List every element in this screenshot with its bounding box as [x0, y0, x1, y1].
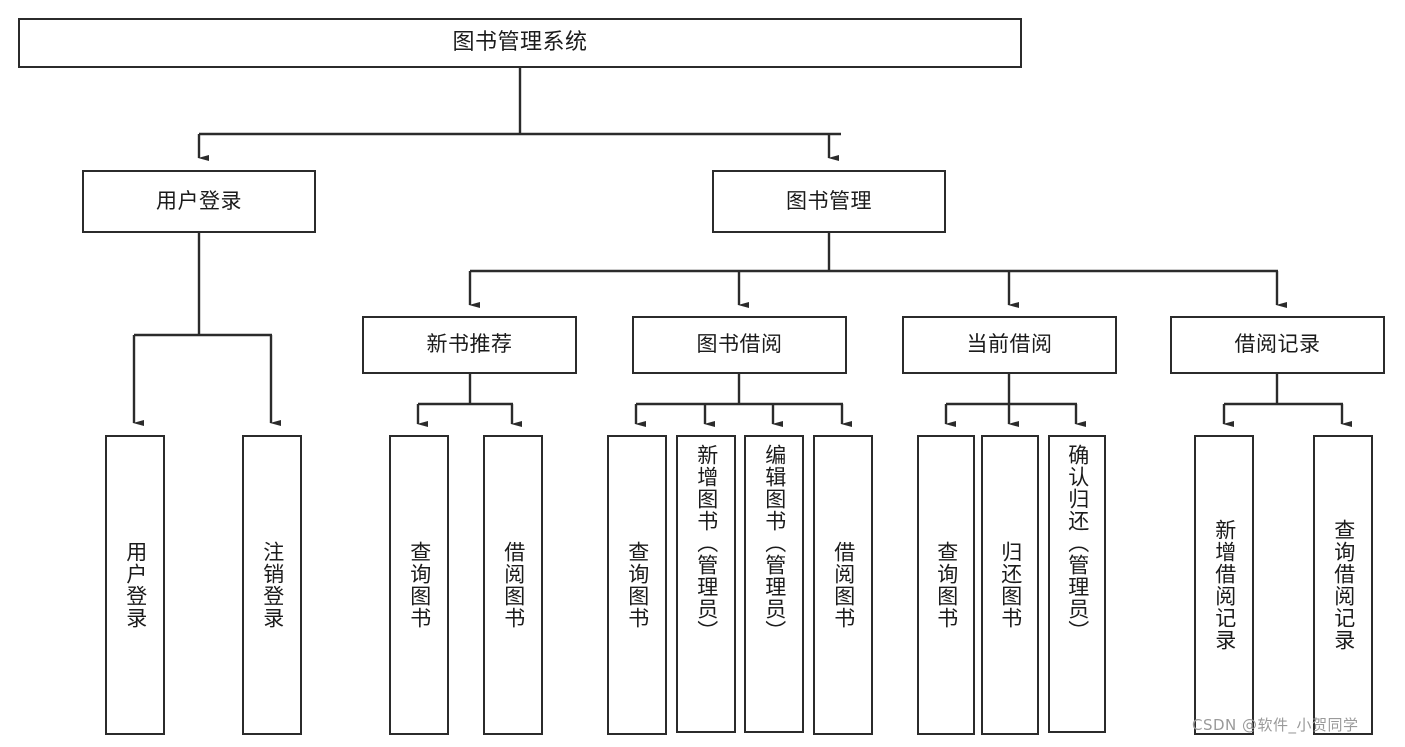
node-user-login[interactable]: 用户登录 [82, 170, 316, 233]
node-leaf-query-book-borrow[interactable]: 查询图书 [607, 435, 667, 735]
node-label: 借阅图书 [501, 541, 526, 629]
node-leaf-query-book-current[interactable]: 查询图书 [917, 435, 975, 735]
node-label: 归还图书 [998, 541, 1023, 629]
node-leaf-query-borrow-record[interactable]: 查询借阅记录 [1313, 435, 1373, 735]
node-label: 注销登录 [260, 541, 285, 629]
node-label: 查询借阅记录 [1331, 519, 1356, 651]
node-label: 图书管理系统 [452, 29, 588, 55]
node-borrow-records[interactable]: 借阅记录 [1170, 316, 1385, 374]
node-root-system[interactable]: 图书管理系统 [18, 18, 1022, 68]
node-book-borrow[interactable]: 图书借阅 [632, 316, 847, 374]
node-label: 借阅记录 [1234, 332, 1321, 357]
node-label: 图书管理 [786, 188, 872, 213]
node-leaf-borrow-book-recommend[interactable]: 借阅图书 [483, 435, 543, 735]
node-leaf-query-book-recommend[interactable]: 查询图书 [389, 435, 449, 735]
node-label: 查询图书 [934, 541, 959, 629]
node-label: 确认归还（管理员） [1065, 444, 1090, 642]
node-label: 新增借阅记录 [1212, 519, 1237, 651]
node-leaf-add-borrow-record[interactable]: 新增借阅记录 [1194, 435, 1254, 735]
node-leaf-return-book[interactable]: 归还图书 [981, 435, 1039, 735]
node-label: 新增图书（管理员） [694, 444, 719, 642]
node-label: 图书借阅 [696, 332, 783, 357]
node-leaf-logout-login[interactable]: 注销登录 [242, 435, 302, 735]
node-label: 用户登录 [156, 188, 242, 213]
csdn-watermark: CSDN @软件_小贺同学 [1192, 716, 1359, 734]
node-leaf-confirm-return-admin[interactable]: 确认归还（管理员） [1048, 435, 1106, 733]
node-leaf-edit-book-admin[interactable]: 编辑图书（管理员） [744, 435, 804, 733]
node-label: 查询图书 [625, 541, 650, 629]
node-leaf-borrow-book[interactable]: 借阅图书 [813, 435, 873, 735]
node-new-book-recommend[interactable]: 新书推荐 [362, 316, 577, 374]
node-label: 用户登录 [123, 541, 148, 629]
node-label: 新书推荐 [426, 332, 513, 357]
node-leaf-add-book-admin[interactable]: 新增图书（管理员） [676, 435, 736, 733]
node-leaf-user-login[interactable]: 用户登录 [105, 435, 165, 735]
node-book-management[interactable]: 图书管理 [712, 170, 946, 233]
node-label: 查询图书 [407, 541, 432, 629]
node-label: 编辑图书（管理员） [762, 444, 787, 642]
node-current-borrow[interactable]: 当前借阅 [902, 316, 1117, 374]
node-label: 当前借阅 [966, 332, 1053, 357]
node-label: 借阅图书 [831, 541, 856, 629]
